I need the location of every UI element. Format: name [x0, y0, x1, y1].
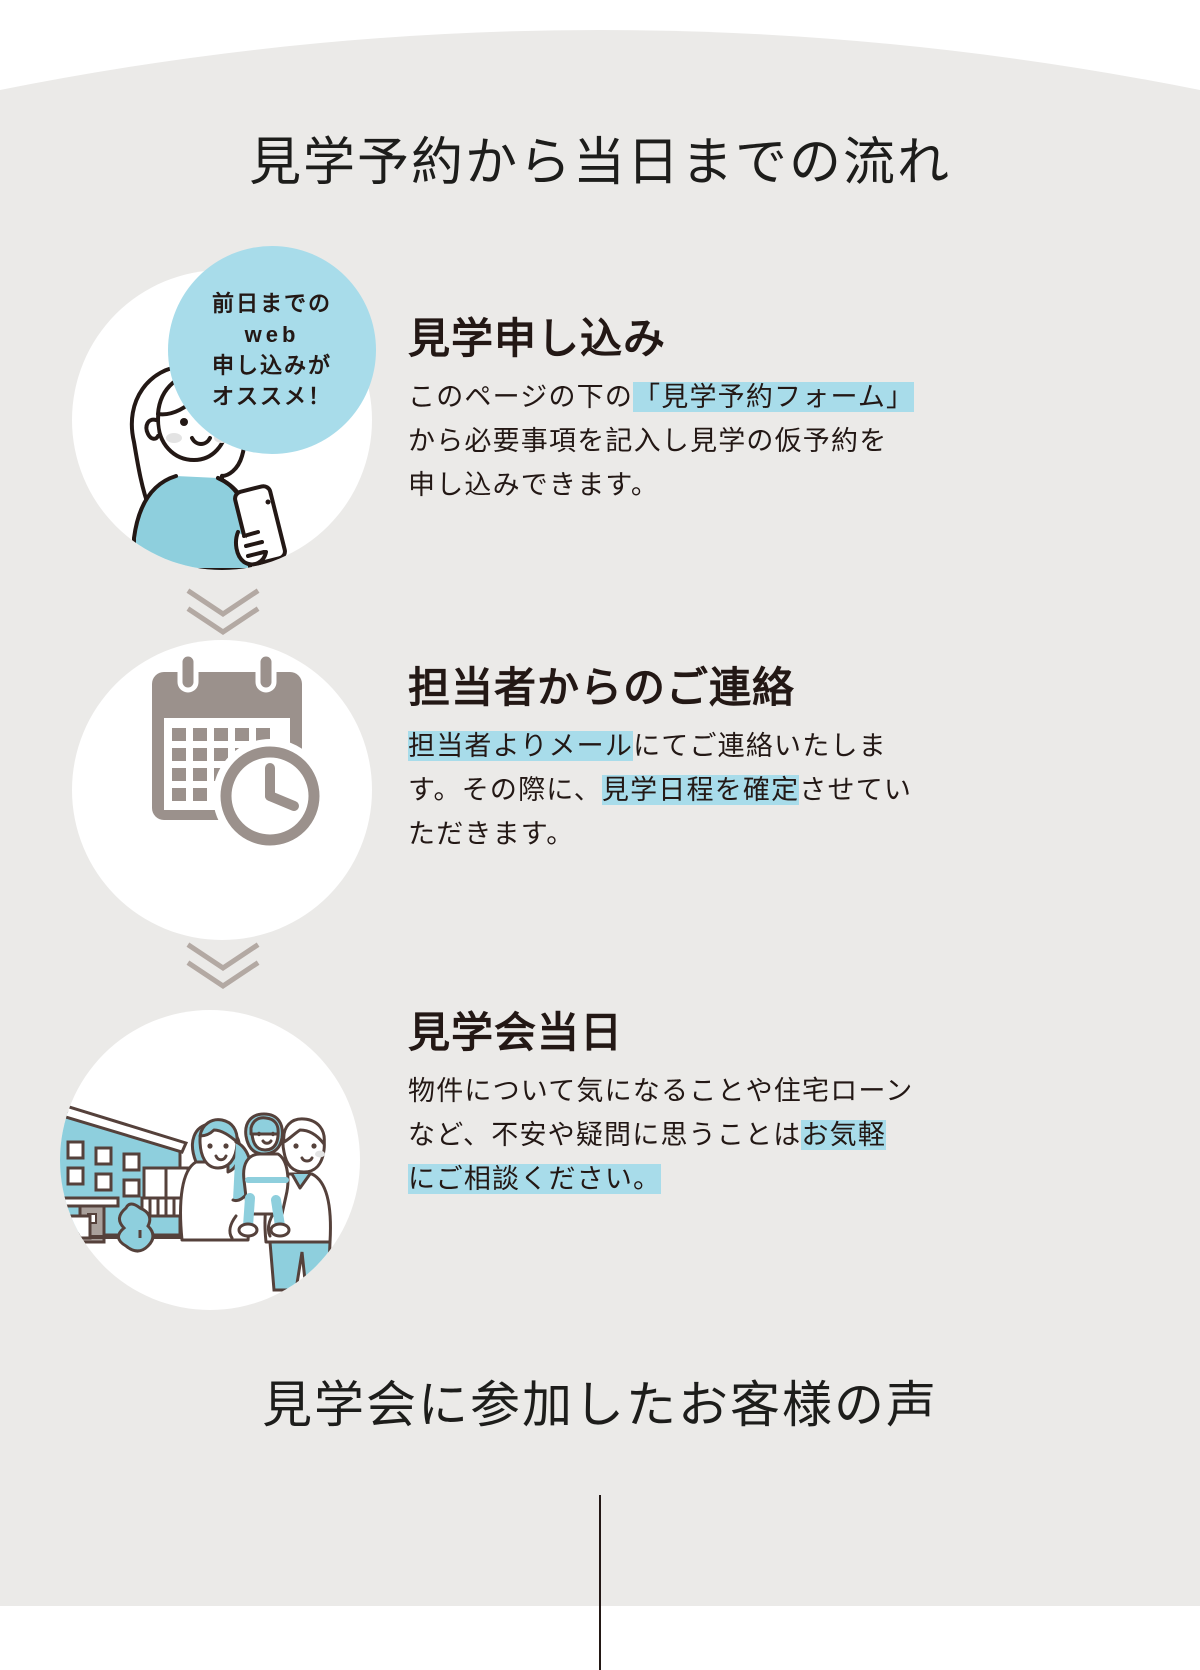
step-1-body-line-3: 申し込みできます。: [408, 464, 1068, 508]
text-run: す。その際に、: [408, 774, 602, 805]
step-1: 前日までの web 申し込みが オススメ！ 見学申し込み このページの下の「見学…: [0, 246, 1200, 576]
highlighted-run: 見学日程を確定: [601, 774, 800, 805]
text-run: させてい: [799, 774, 913, 805]
step-2-body-line-1: 担当者よりメールにてご連絡いたしま: [408, 725, 1068, 769]
badge-line-2: web: [244, 321, 300, 347]
chevron-down-separator-1: [178, 586, 268, 638]
highlighted-run: 「見学予約フォーム」: [633, 382, 915, 413]
highlighted-run: 担当者よりメール: [408, 731, 634, 762]
highlighted-run: にご相談ください。: [408, 1163, 662, 1194]
step-3-illustration-circle: [60, 1010, 360, 1310]
step-3-body-line-3: にご相談ください。: [408, 1158, 1068, 1202]
step-2-body-line-3: ただきます。: [408, 813, 1068, 857]
badge-text: 前日までの web 申し込みが オススメ！: [212, 288, 332, 413]
text-run: ただきます。: [408, 818, 575, 849]
vertical-divider-line: [599, 1495, 601, 1670]
step-3-body-line-1: 物件について気になることや住宅ローン: [408, 1070, 1068, 1114]
text-run: にてご連絡いたしま: [633, 731, 887, 762]
chevron-down-icon: [186, 588, 260, 636]
step-3: 見学会当日 物件について気になることや住宅ローン など、不安や疑問に思うことはお…: [0, 1009, 1200, 1310]
footer-heading: 見学会に参加したお客様の声: [262, 1377, 938, 1433]
badge-line-4: オススメ！: [211, 384, 332, 410]
chevron-down-separator-2: [178, 940, 268, 992]
step-1-body: このページの下の「見学予約フォーム」 から必要事項を記入し見学の仮予約を 申し込…: [408, 376, 1068, 507]
step-3-body: 物件について気になることや住宅ローン など、不安や疑問に思うことはお気軽 にご相…: [408, 1070, 1068, 1201]
chevron-down-icon: [186, 942, 260, 990]
family-in-front-of-house-illustration: [60, 1102, 332, 1292]
badge-line-3: 申し込みが: [211, 353, 332, 378]
step-3-text-block: 見学会当日 物件について気になることや住宅ローン など、不安や疑問に思うことはお…: [408, 1009, 1068, 1201]
step-2-illustration-circle: [72, 640, 372, 940]
step-2-body: 担当者よりメールにてご連絡いたしま す。その際に、見学日程を確定させてい ただき…: [408, 725, 1068, 856]
step-3-body-line-2: など、不安や疑問に思うことはお気軽: [408, 1114, 1068, 1158]
page-title: 見学予約から当日までの流れ: [248, 134, 951, 192]
step-2: 担当者からのご連絡 担当者よりメールにてご連絡いたしま す。その際に、見学日程を…: [0, 640, 1200, 940]
calendar-clock-icon: [152, 651, 327, 853]
text-run: など、不安や疑問に思うことは: [408, 1119, 802, 1150]
step-1-text-block: 見学申し込み このページの下の「見学予約フォーム」 から必要事項を記入し見学の仮…: [408, 315, 1068, 507]
badge-line-1: 前日までの: [211, 290, 332, 316]
step-1-recommendation-badge: 前日までの web 申し込みが オススメ！: [168, 246, 376, 454]
step-1-body-line-1: このページの下の「見学予約フォーム」: [408, 376, 1068, 420]
step-2-body-line-2: す。その際に、見学日程を確定させてい: [408, 769, 1068, 813]
highlighted-run: お気軽: [801, 1119, 887, 1150]
step-1-body-line-2: から必要事項を記入し見学の仮予約を: [408, 420, 1068, 464]
step-1-heading: 見学申し込み: [408, 315, 667, 362]
step-2-text-block: 担当者からのご連絡 担当者よりメールにてご連絡いたしま す。その際に、見学日程を…: [408, 664, 1068, 856]
step-2-heading: 担当者からのご連絡: [408, 664, 796, 711]
text-run: 物件について気になることや住宅ローン: [408, 1076, 914, 1107]
text-run: 申し込みできます。: [408, 469, 660, 500]
text-run: このページの下の: [408, 382, 634, 413]
step-3-heading: 見学会当日: [408, 1009, 624, 1056]
text-run: から必要事項を記入し見学の仮予約を: [408, 425, 888, 456]
